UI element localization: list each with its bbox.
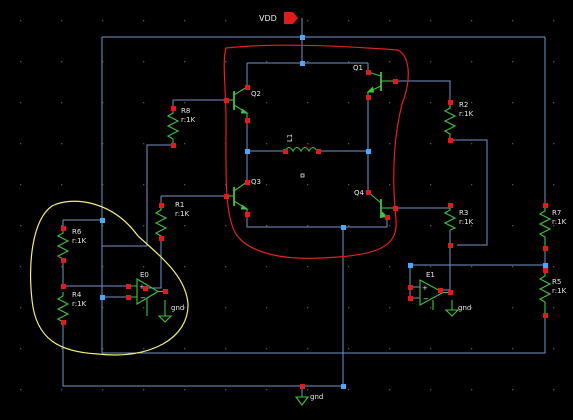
junction-core-bottom	[341, 225, 346, 230]
resistor-r1-symbol	[154, 205, 168, 238]
resistor-r3-symbol	[443, 205, 457, 231]
wire-r8-bottom	[102, 144, 173, 247]
svg-text:+: +	[422, 284, 428, 292]
components	[56, 71, 552, 406]
junction-r6-top	[100, 218, 105, 223]
wire-r2-bottom	[450, 139, 488, 246]
yellow-highlight-divider	[30, 200, 189, 356]
origin-marker	[300, 173, 305, 178]
opamp-e0-symbol	[128, 278, 173, 323]
r4-label: R4	[72, 291, 82, 299]
wire-bottom-ground-rail	[62, 322, 343, 387]
wire-q1-base	[395, 80, 451, 102]
r6-value: r:1K	[72, 237, 87, 245]
r2-value: r:1K	[459, 110, 474, 118]
resistor-r8-symbol	[166, 108, 180, 145]
r7-value: r:1K	[552, 218, 567, 226]
q1-label: Q1	[353, 64, 363, 72]
resistor-r5-symbol	[538, 270, 552, 315]
transistor-q3-symbol	[226, 181, 249, 214]
opamp-e1-symbol	[419, 279, 460, 317]
vdd-label: VDD	[259, 14, 277, 23]
q3-label: Q3	[251, 178, 261, 186]
junction-e0-minus	[100, 295, 105, 300]
r6-label: R6	[72, 228, 82, 236]
junction-right-mid	[366, 149, 371, 154]
e1-label: E1	[426, 271, 435, 279]
r2-label: R2	[459, 101, 468, 109]
inductor-label: L1	[286, 134, 294, 142]
junction-r7-r5	[543, 263, 548, 268]
r1-value: r:1K	[175, 210, 190, 218]
wires	[62, 18, 546, 397]
r8-label: R8	[181, 107, 190, 115]
opamp-polarity-marks: + − + −	[139, 283, 429, 303]
ground-symbol	[294, 396, 310, 406]
q4-label: Q4	[354, 189, 365, 197]
red-highlight-core	[223, 44, 409, 259]
junctions	[100, 35, 548, 389]
junction-left-mid	[245, 149, 250, 154]
svg-text:−: −	[140, 294, 146, 302]
resistor-r4-symbol	[56, 292, 70, 323]
r5-value: r:1K	[552, 287, 567, 295]
resistor-r2-symbol	[443, 102, 457, 140]
r8-value: r:1K	[181, 116, 196, 124]
e0-gnd-label: gnd	[171, 304, 184, 312]
junction-e1-input	[408, 263, 413, 268]
wire-core-bottom	[246, 214, 388, 228]
vdd-source	[284, 12, 298, 24]
svg-text:−: −	[423, 295, 429, 303]
resistor-r7-symbol	[538, 205, 552, 248]
wire-bottom-return	[102, 315, 546, 354]
e1-gnd-label: gnd	[458, 304, 471, 312]
junction-vdd	[300, 35, 305, 40]
labels: VDD Q2 Q1 Q3 Q4 L1 R8 r:1K R1 r:1K R2 r:…	[72, 14, 567, 401]
q2-label: Q2	[251, 90, 261, 98]
r7-label: R7	[552, 209, 561, 217]
r1-label: R1	[175, 201, 184, 209]
r3-label: R3	[459, 209, 468, 217]
r5-label: R5	[552, 278, 561, 286]
wire-r1-to-e0	[145, 238, 162, 289]
svg-text:+: +	[139, 283, 145, 291]
ground-label: gnd	[310, 393, 323, 401]
junction-core-top	[300, 61, 305, 66]
r3-value: r:1K	[459, 218, 474, 226]
junction-ground	[341, 384, 346, 389]
e0-label: E0	[140, 271, 149, 279]
r4-value: r:1K	[72, 300, 87, 308]
inductor-l1-symbol	[284, 146, 318, 153]
